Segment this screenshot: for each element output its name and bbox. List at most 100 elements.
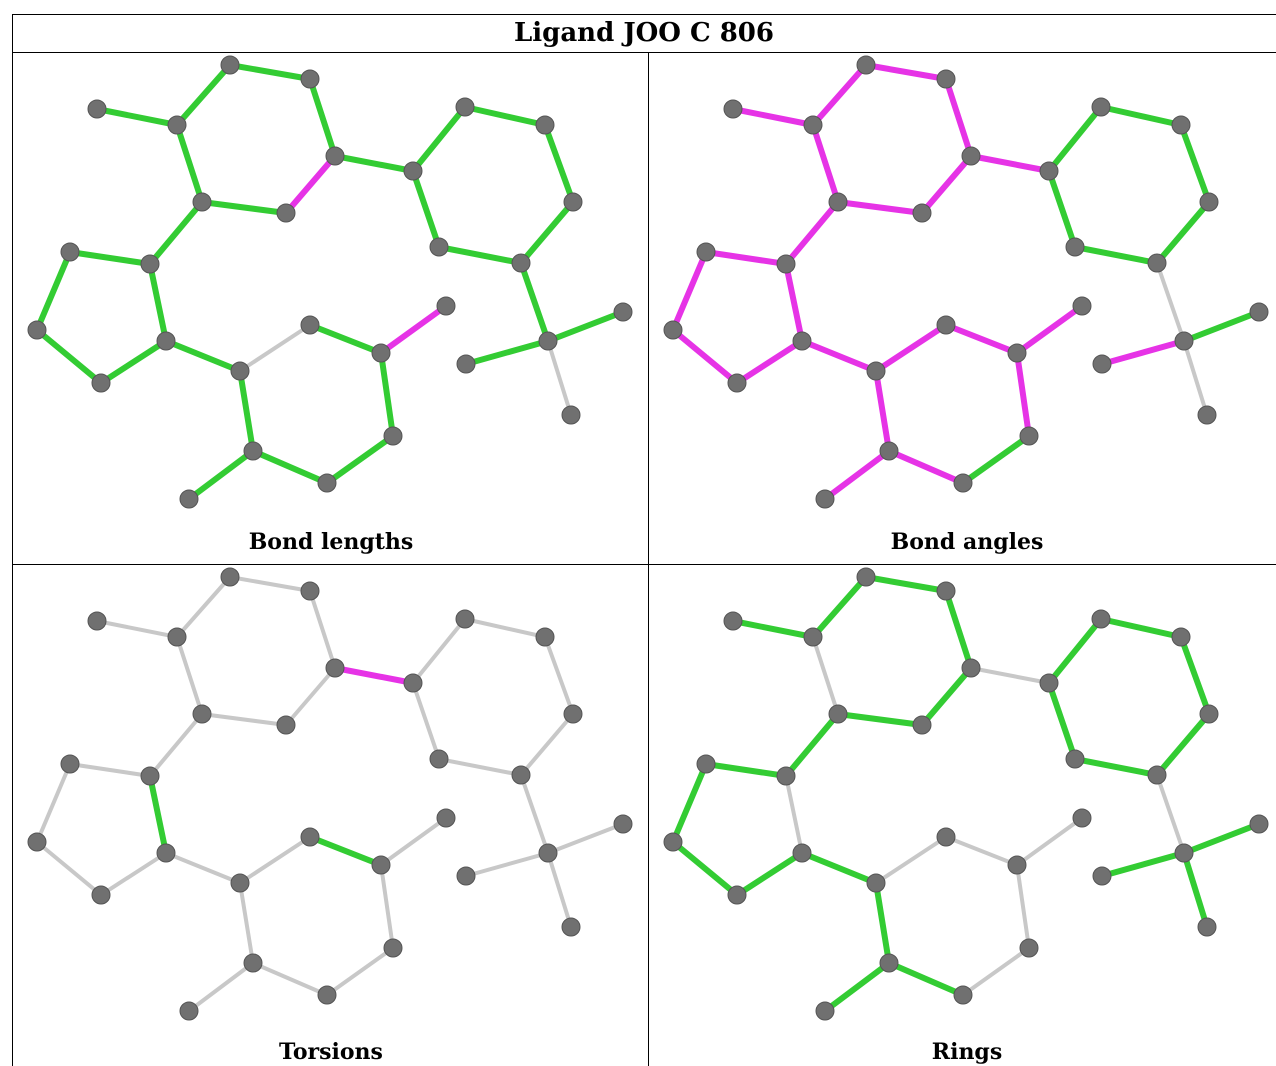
atom-20 [91,373,111,393]
bond-5 [199,199,289,216]
atom-10 [563,704,583,724]
atom-20 [91,885,111,905]
bond-1 [307,76,338,159]
bond-5 [200,712,288,727]
bond-28 [1014,350,1032,439]
atom-22 [230,873,250,893]
bond-23 [784,774,804,855]
atom-9 [535,627,555,647]
atom-12 [429,749,449,769]
atom-23 [936,827,956,847]
bond-19 [703,249,789,267]
atom-29 [815,489,835,509]
bond-29 [960,433,1032,486]
bond-0 [227,62,313,82]
atom-3 [276,203,296,223]
atom-9 [535,115,555,135]
atom-29 [179,489,199,509]
bond-29 [961,946,1031,997]
atom-21 [792,331,812,351]
bond-16 [546,339,573,417]
bond-7 [332,665,416,686]
atom-19 [663,832,683,852]
atom-12 [429,237,449,257]
bond-29 [325,946,395,997]
atom-17 [140,254,160,274]
atom-18 [60,754,80,774]
atom-6 [87,99,107,119]
atom-24 [371,343,391,363]
bond-22 [734,850,805,898]
bond-14 [1155,261,1186,343]
atom-17 [140,766,160,786]
atom-2 [325,146,345,166]
bond-11 [519,712,575,777]
atom-9 [1171,115,1191,135]
atom-11 [511,253,531,273]
bond-1 [943,588,974,671]
atom-16 [456,354,476,374]
bond-5 [835,711,925,728]
atom-7 [1039,673,1059,693]
atom-24 [371,855,391,875]
atom-15 [561,917,581,937]
atom-28 [243,441,263,461]
bond-29 [324,433,396,486]
bond-31 [873,880,892,966]
bond-15 [546,822,625,855]
table-title: Ligand JOO C 806 [514,18,774,48]
bond-18 [783,199,841,267]
caption-bond-lengths: Bond lengths [248,529,414,555]
atom-6 [87,611,107,631]
bond-26 [307,834,384,868]
atom-15 [1197,405,1217,425]
atom-3 [276,715,296,735]
atom-28 [243,953,263,973]
bond-17 [463,338,551,367]
bond-4 [284,666,337,727]
atom-19 [27,320,47,340]
atom-9 [1171,627,1191,647]
bond-1 [943,76,974,159]
atom-0 [856,55,876,75]
bond-3 [95,619,179,639]
bond-13 [411,681,441,761]
bond-30 [886,960,966,998]
atom-27 [953,985,973,1005]
atom-20 [727,885,747,905]
bond-9 [1098,104,1184,128]
atom-25 [1072,296,1092,316]
bond-31 [873,368,892,454]
atom-14 [1249,302,1269,322]
atom-4 [192,192,212,212]
atom-15 [1197,917,1217,937]
atom-23 [300,827,320,847]
bond-4 [919,665,974,728]
atom-26 [383,426,403,446]
bond-11 [1154,711,1212,778]
bond-20 [670,761,709,845]
bond-22 [734,338,805,386]
bond-8 [411,617,467,685]
atom-12 [1065,237,1085,257]
bond-6 [175,635,204,716]
atom-27 [953,473,973,493]
bond-16 [546,851,573,929]
bond-21 [670,327,740,386]
atom-2 [961,146,981,166]
atom-3 [912,715,932,735]
bond-20 [670,249,709,333]
bond-8 [410,104,468,174]
bond-3 [730,618,816,640]
bond-17 [1099,850,1187,879]
bond-12 [1072,244,1160,266]
atom-13 [1174,331,1194,351]
atom-22 [230,361,250,381]
atom-0 [220,567,240,587]
bond-21 [35,840,103,897]
bond-23 [783,261,805,344]
bond-30 [251,961,329,997]
bond-14 [1155,773,1186,855]
atom-4 [192,704,212,724]
bond-26 [307,322,384,356]
